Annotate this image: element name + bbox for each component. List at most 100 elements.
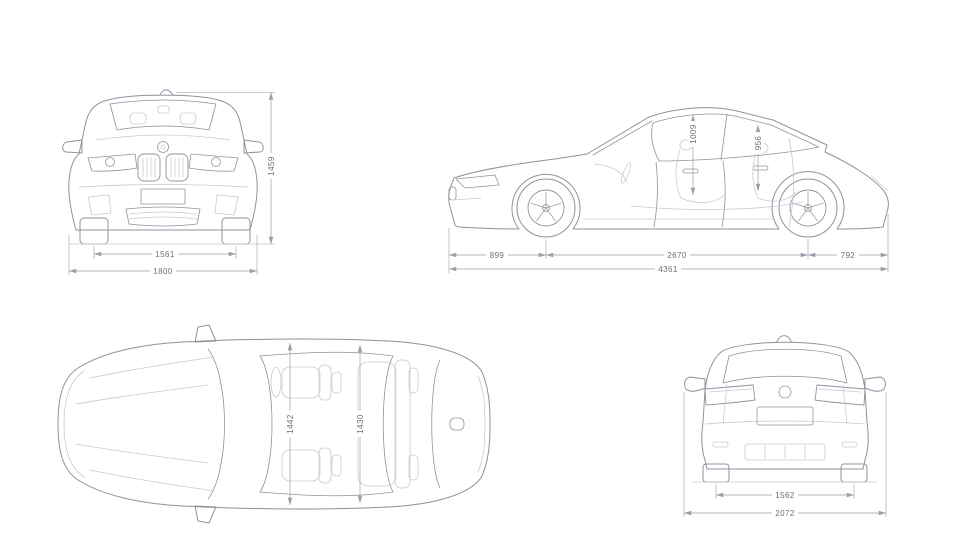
- dim-front-track-value: 1561: [155, 250, 175, 259]
- windshield: [109, 99, 217, 131]
- dim-front-width-value: 1800: [153, 267, 173, 276]
- intake-mesh: [128, 211, 198, 220]
- rear-car-drawing: [684, 335, 886, 483]
- bmw-roundel-rear-icon: [778, 385, 792, 399]
- rear-roof: [720, 341, 850, 353]
- dim-headroom-front-value: 1009: [689, 124, 698, 144]
- windshield-base-arc: [207, 348, 225, 500]
- front-intake-line: [451, 197, 482, 201]
- steering-wheel: [620, 162, 632, 184]
- front-view: 1561 1800 1459: [62, 89, 277, 277]
- wheel-front-left: [79, 217, 109, 245]
- kidney-grille: [137, 153, 189, 182]
- headlight-left: [87, 153, 138, 172]
- roof-front-arc: [259, 355, 273, 493]
- wheel-front: [516, 178, 576, 238]
- roof-antenna-fin: [776, 335, 792, 342]
- front-body-outline: [68, 94, 258, 231]
- mirror-rear-left: [684, 376, 706, 392]
- dim-front-overall-height: 1459: [176, 92, 277, 245]
- mirror-rear-right: [864, 376, 886, 392]
- seat-passenger: [281, 447, 342, 484]
- wheel-front-right: [221, 217, 251, 245]
- side-body-outline: [448, 107, 889, 230]
- side-detail-lines: [448, 137, 888, 228]
- hatch-lines: [722, 384, 848, 425]
- front-detail-lines: [69, 105, 259, 245]
- side-glass: [651, 113, 820, 162]
- dim-overall-length-value: 4361: [658, 265, 678, 274]
- mirror-left: [62, 139, 83, 154]
- bmw-roundel-icon: [157, 141, 169, 153]
- side-view: 1009 956 899 2670 792 4361: [448, 107, 889, 275]
- license-plate-rear: [756, 406, 814, 426]
- door-shutline-rear: [721, 160, 726, 228]
- dim-shoulder-front-value: 1442: [286, 414, 295, 434]
- rearview-mirror: [157, 105, 170, 114]
- bumper-inner-rear: [477, 375, 486, 473]
- wheel-rear: [778, 178, 838, 238]
- front-dimensions: 1561 1800 1459: [68, 92, 277, 277]
- rear-window-base-arc: [431, 359, 441, 489]
- dashboard: [594, 163, 628, 183]
- mirror-top: [194, 324, 217, 343]
- bumper-top-line: [704, 420, 866, 425]
- side-intake-left: [87, 194, 112, 216]
- dim-front-overhang: 899: [448, 249, 547, 261]
- dim-headroom-rear-value: 956: [754, 136, 763, 151]
- taillight-side: [870, 175, 888, 191]
- side-intake-right: [214, 194, 239, 216]
- taillight-inner: [708, 388, 862, 393]
- roof-side-edges: [259, 351, 394, 497]
- dim-shoulder-rear: 1430: [354, 344, 366, 504]
- bumper-line: [78, 184, 248, 188]
- antenna-fin-top: [449, 417, 465, 431]
- roof-rear-arc: [382, 355, 394, 493]
- mirror-right: [243, 139, 264, 154]
- rear-side-right: [848, 351, 869, 470]
- windshield-inner: [592, 120, 653, 156]
- cowl-line: [95, 134, 231, 141]
- roof-antenna-icon: [159, 89, 174, 96]
- dim-rear-overhang-value: 792: [841, 251, 856, 260]
- reflector-left: [712, 441, 729, 448]
- side-car-drawing: [448, 107, 889, 238]
- dim-rear-track-value: 1562: [775, 491, 795, 500]
- bumper-inner-front: [63, 370, 85, 478]
- taillight-right: [814, 384, 866, 406]
- dim-shoulder-front: 1442: [284, 342, 296, 506]
- dim-wheelbase-value: 2670: [667, 251, 687, 260]
- top-car-drawing: [57, 324, 491, 524]
- grille-slats: [142, 157, 184, 178]
- dim-width-with-mirrors: 2072: [683, 392, 887, 519]
- hatch-shutline: [788, 137, 795, 228]
- dim-front-overall-width: 1800: [68, 235, 258, 277]
- headrest-right: [179, 112, 197, 125]
- dim-width-mirrors-value: 2072: [775, 509, 795, 518]
- dim-overall-length: 4361: [448, 263, 889, 275]
- diffuser: [744, 443, 826, 461]
- top-view: 1442 1430: [57, 324, 491, 524]
- dim-headroom-rear: 956: [752, 124, 764, 192]
- dim-rear-overhang: 792: [807, 249, 889, 261]
- dim-wheelbase: 2670: [545, 249, 809, 261]
- steering-wheel-top: [270, 366, 282, 398]
- rear-view: 1562 2072: [683, 335, 887, 519]
- rear-detail-lines: [692, 384, 878, 483]
- b-pillar: [720, 113, 728, 161]
- mirror-bottom: [194, 505, 217, 524]
- top-dimensions: 1442 1430: [284, 342, 366, 506]
- top-detail-lines: [63, 356, 486, 492]
- dim-shoulder-rear-value: 1430: [356, 414, 365, 434]
- reflector-right: [841, 441, 858, 448]
- front-car-drawing: [62, 89, 264, 245]
- seat-driver: [281, 364, 342, 401]
- door-handle-front: [682, 168, 699, 174]
- door-handle-rear: [752, 165, 769, 171]
- headlight-right: [188, 153, 239, 172]
- rear-side-left: [701, 351, 722, 470]
- dim-headroom-front: 1009: [687, 114, 699, 196]
- dim-rear-track: 1562: [715, 484, 855, 501]
- headrest-left: [129, 112, 147, 125]
